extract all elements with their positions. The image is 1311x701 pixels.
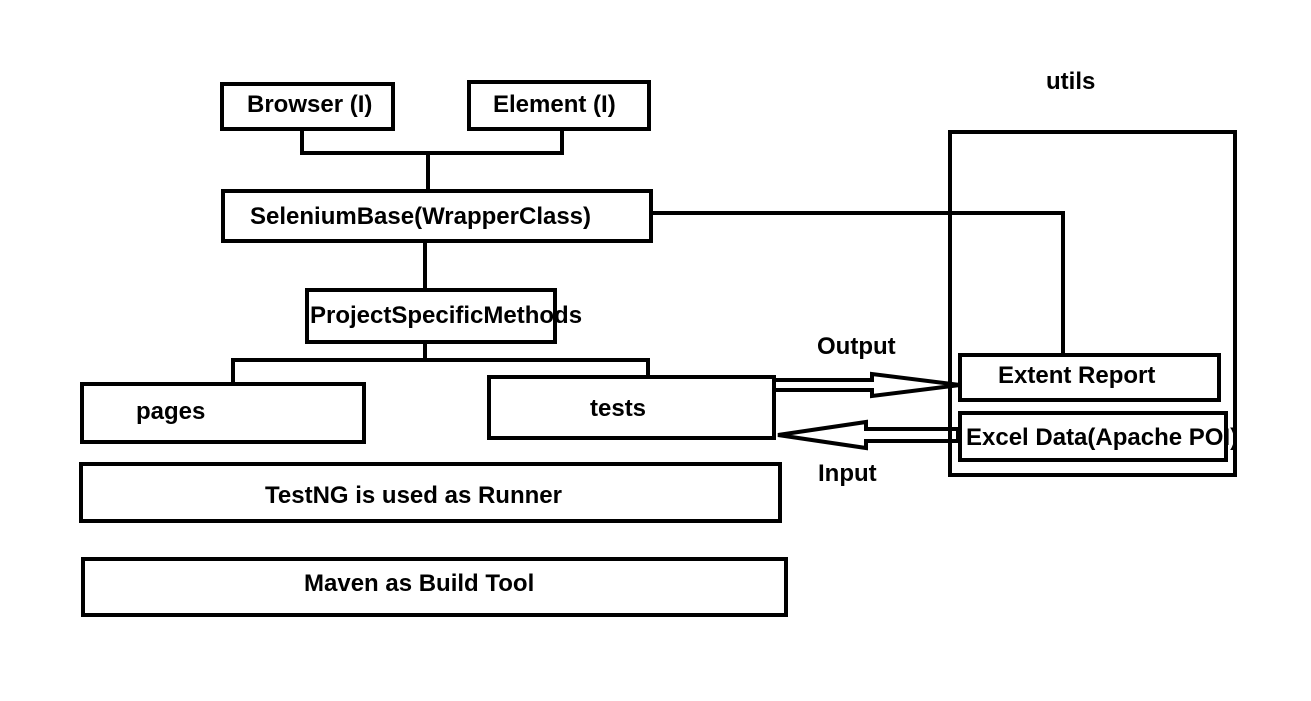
element-label: Element (I) xyxy=(493,91,616,118)
testng-label: TestNG is used as Runner xyxy=(265,482,562,509)
tests-label: tests xyxy=(590,395,647,422)
extent-report-node xyxy=(958,353,1221,402)
pages-label: pages xyxy=(136,398,206,425)
pages-node xyxy=(80,382,366,444)
project-specific-methods-node xyxy=(305,288,557,344)
output-arrow xyxy=(772,371,961,399)
utils-title: utils xyxy=(1046,68,1096,95)
tests-node xyxy=(487,375,776,440)
edge-selenium-extent xyxy=(652,211,1065,354)
browser-node xyxy=(220,82,395,131)
extent-report-label: Extent Report xyxy=(998,362,1156,389)
browser-label: Browser (I) xyxy=(247,91,373,118)
selenium-base-label: SeleniumBase(WrapperClass) xyxy=(250,203,592,230)
testng-node xyxy=(79,462,782,523)
element-node xyxy=(467,80,651,131)
input-edge-label: Input xyxy=(818,460,877,487)
excel-data-label: Excel Data(Apache POI) xyxy=(966,424,1239,451)
selenium-base-node xyxy=(221,189,653,243)
output-edge-label: Output xyxy=(817,333,896,360)
edge-branch xyxy=(231,358,650,383)
maven-label: Maven as Build Tool xyxy=(304,570,535,597)
edge-browser-merge xyxy=(300,131,564,155)
input-arrow xyxy=(777,419,960,451)
project-specific-methods-label: ProjectSpecificMethods xyxy=(310,302,583,329)
utils-container xyxy=(948,130,1237,477)
maven-node xyxy=(81,557,788,617)
excel-data-node xyxy=(958,411,1228,462)
